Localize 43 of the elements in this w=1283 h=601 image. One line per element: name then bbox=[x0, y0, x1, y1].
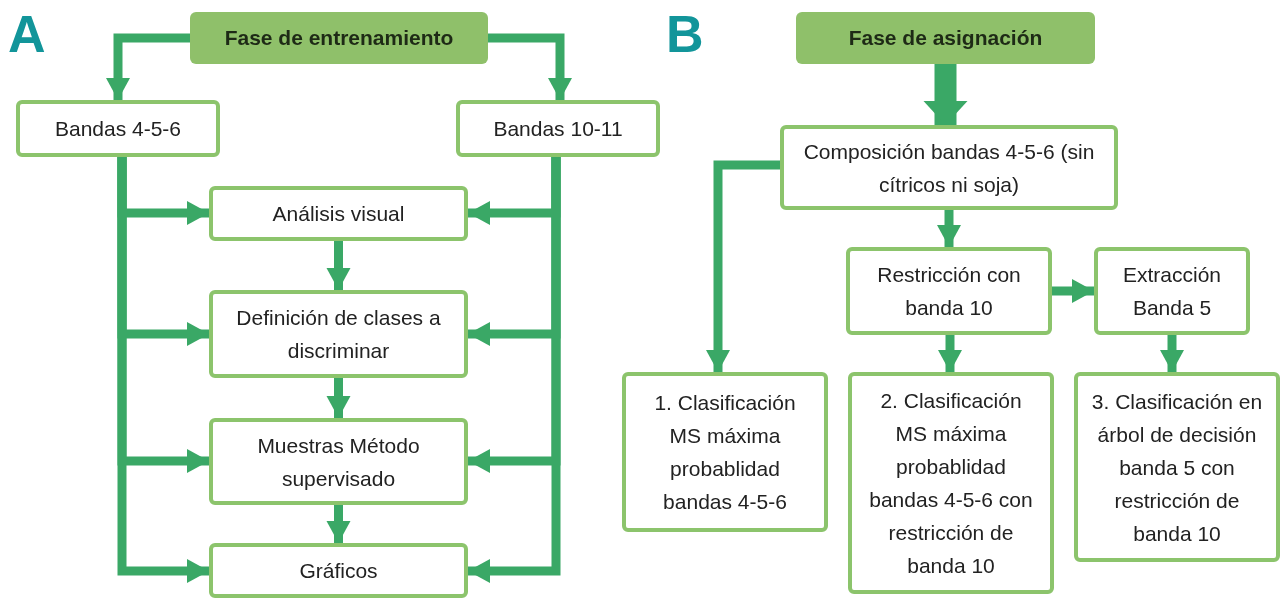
box-text: Fase de asignación bbox=[848, 25, 1043, 52]
box-text: Muestras Método supervisado bbox=[256, 432, 421, 492]
box-text: Extracción Banda 5 bbox=[1121, 262, 1222, 321]
arrow bbox=[706, 160, 780, 372]
process-box bbox=[1074, 372, 1280, 562]
process-box bbox=[209, 290, 468, 378]
box-text: Fase de entrenamiento bbox=[224, 25, 454, 52]
box-text: Restricción con banda 10 bbox=[876, 262, 1022, 321]
arrow bbox=[923, 64, 968, 125]
box-text: Análisis visual bbox=[272, 201, 405, 227]
box-text: Bandas 10-11 bbox=[493, 116, 623, 142]
box-text: Composición bandas 4-5-6 (sin cítricos ni soja) bbox=[802, 138, 1096, 198]
process-box bbox=[622, 372, 828, 532]
process-box bbox=[209, 543, 468, 598]
arrow bbox=[488, 33, 572, 100]
box-text: 2. Clasificación MS máxima probablidad bandas 4-5-6 con restricción de banda 10 bbox=[868, 388, 1034, 579]
arrow bbox=[1052, 279, 1094, 303]
box-text: Gráficos bbox=[299, 558, 378, 584]
process-box bbox=[209, 186, 468, 241]
process-box bbox=[848, 372, 1054, 594]
arrow bbox=[937, 210, 961, 247]
box-text: 1. Clasificación MS máxima probablidad bandas 4-5-6 bbox=[653, 390, 797, 515]
arrow bbox=[938, 335, 962, 372]
panel-letter: A bbox=[8, 8, 46, 60]
panel-letter: B bbox=[666, 8, 704, 60]
process-box bbox=[846, 247, 1052, 335]
box-text: Bandas 4-5-6 bbox=[54, 116, 182, 142]
arrow bbox=[106, 33, 190, 100]
process-box bbox=[456, 100, 660, 157]
arrow bbox=[326, 505, 351, 543]
arrow bbox=[1160, 335, 1184, 372]
process-box bbox=[16, 100, 220, 157]
process-box bbox=[1094, 247, 1250, 335]
arrow bbox=[326, 241, 351, 290]
box-text: Definición de clases a discriminar bbox=[235, 305, 442, 364]
process-box bbox=[209, 418, 468, 505]
arrow bbox=[117, 157, 209, 583]
arrow bbox=[326, 378, 351, 418]
phase-box bbox=[190, 12, 488, 64]
process-box bbox=[780, 125, 1118, 210]
box-text: 3. Clasificación en árbol de decisión banda 5 con restricción de banda 10 bbox=[1090, 388, 1264, 547]
arrow bbox=[468, 157, 561, 583]
phase-box bbox=[796, 12, 1095, 64]
